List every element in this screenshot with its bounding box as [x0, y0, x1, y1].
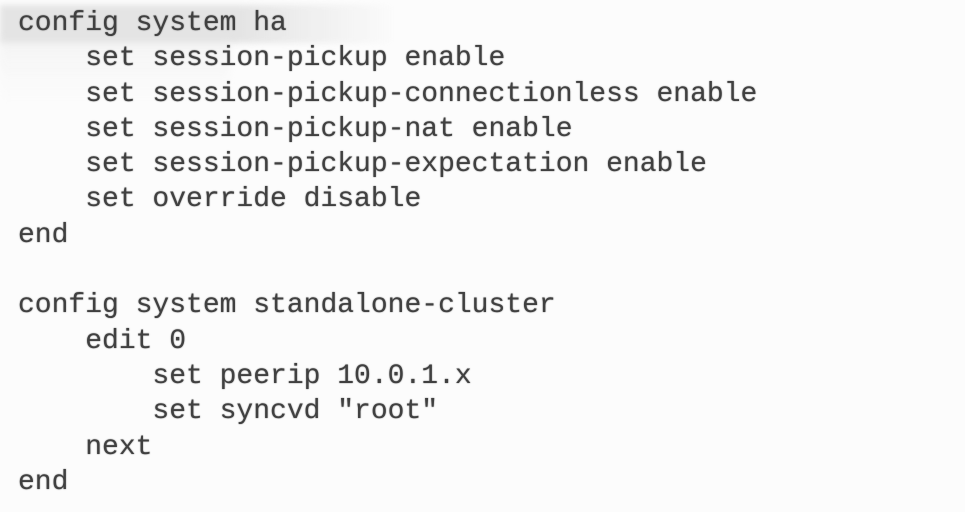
- code-block: config system ha set session-pickup enab…: [18, 6, 757, 500]
- code-line: set session-pickup-connectionless enable: [18, 78, 758, 110]
- code-line: [18, 253, 757, 288]
- code-line: set syncvd "root": [18, 396, 439, 428]
- code-line: config system ha: [18, 8, 287, 39]
- code-line: set peerip 10.0.1.x: [18, 360, 472, 392]
- code-line: set session-pickup-expectation enable: [18, 149, 707, 181]
- code-line: next: [18, 431, 153, 463]
- code-line: end: [18, 466, 69, 498]
- code-line: config system standalone-cluster: [18, 290, 556, 322]
- code-line: set session-pickup enable: [18, 43, 506, 75]
- code-line: set session-pickup-nat enable: [18, 113, 573, 145]
- first-line-highlight: [0, 5, 398, 43]
- code-line: edit 0: [18, 325, 187, 357]
- code-line: end: [18, 219, 69, 251]
- left-margin-shading: [0, 38, 230, 108]
- code-line: set override disable: [18, 184, 422, 216]
